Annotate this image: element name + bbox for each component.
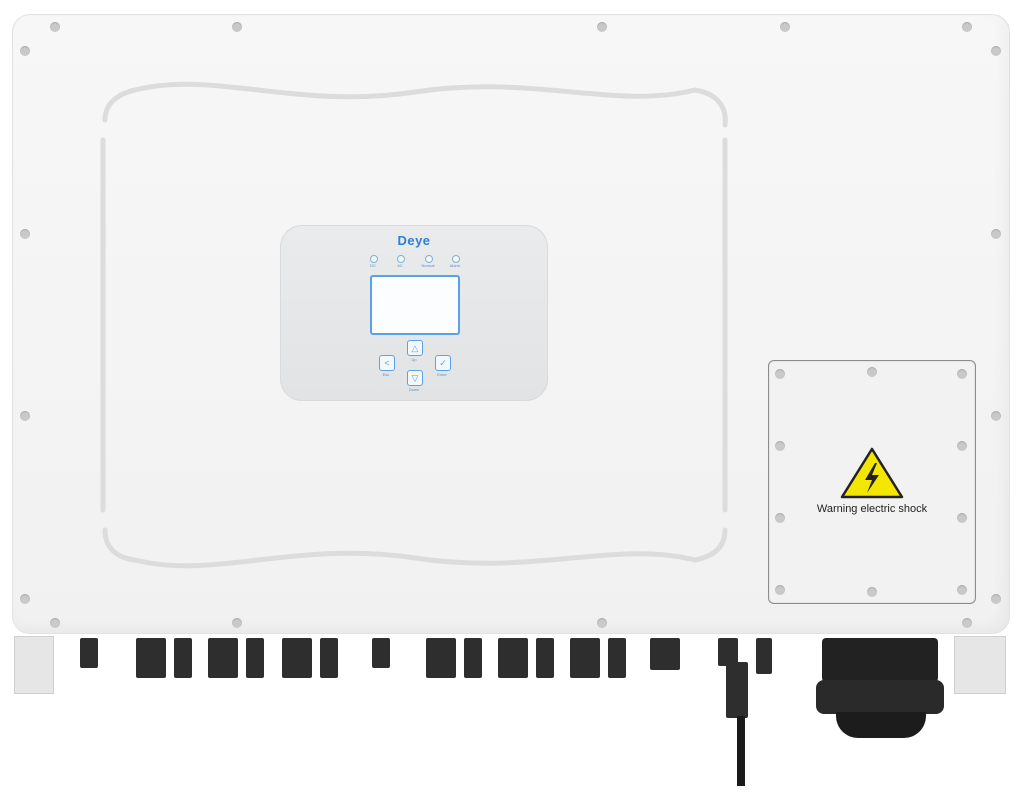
- housing-screw: [20, 594, 30, 604]
- housing-screw: [597, 22, 607, 32]
- cover-screw: [957, 441, 967, 451]
- mounting-bracket-left: [14, 636, 54, 694]
- cover-screw: [957, 369, 967, 379]
- cover-screw: [867, 367, 877, 377]
- enter-key[interactable]: ✓: [435, 355, 451, 371]
- pv-connector: [608, 638, 626, 678]
- pv-connector: [536, 638, 554, 678]
- vent-valve: [372, 638, 390, 668]
- cover-screw: [775, 369, 785, 379]
- warning-label: Warning electric shock: [816, 503, 928, 515]
- housing-screw: [991, 46, 1001, 56]
- communication-cable: [737, 716, 745, 786]
- normal-indicator-led: [425, 255, 433, 263]
- lcd-screen: [370, 275, 460, 335]
- housing-screw: [50, 618, 60, 628]
- pv-connector: [246, 638, 264, 678]
- pv-connector: [498, 638, 528, 678]
- down-key[interactable]: ▽: [407, 370, 423, 386]
- housing-screw: [20, 229, 30, 239]
- pv-connector: [756, 638, 772, 674]
- esc-key[interactable]: <: [379, 355, 395, 371]
- key-label: Enter: [437, 372, 447, 377]
- indicator-label: DC: [370, 263, 376, 268]
- housing-screw: [20, 411, 30, 421]
- alarm-indicator-led: [452, 255, 460, 263]
- ac-cable-gland-cap: [836, 712, 926, 738]
- up-key[interactable]: △: [407, 340, 423, 356]
- cover-screw: [867, 587, 877, 597]
- mounting-bracket-right: [954, 636, 1006, 694]
- cover-screw: [775, 585, 785, 595]
- cover-screw: [775, 441, 785, 451]
- brand-logo: Deye: [397, 233, 431, 248]
- housing-screw: [780, 22, 790, 32]
- housing-screw: [597, 618, 607, 628]
- indicator-label: Alarm: [449, 263, 461, 268]
- vent-valve: [80, 638, 98, 668]
- ac-cable-gland-base: [822, 638, 938, 682]
- pv-connector: [570, 638, 600, 678]
- pv-connector: [320, 638, 338, 678]
- cover-screw: [957, 585, 967, 595]
- dc-indicator-led: [370, 255, 378, 263]
- wiring-cover-plate: Warning electric shock: [768, 360, 976, 604]
- pv-connector: [464, 638, 482, 678]
- housing-screw: [991, 229, 1001, 239]
- housing-screw: [991, 411, 1001, 421]
- housing-screw: [962, 22, 972, 32]
- high-voltage-warning-icon: [840, 447, 904, 499]
- key-label: Esc: [382, 372, 390, 377]
- housing-screw: [991, 594, 1001, 604]
- communication-connector: [726, 662, 748, 718]
- housing-screw: [232, 22, 242, 32]
- housing-screw: [20, 46, 30, 56]
- communication-port: [718, 638, 738, 666]
- embossed-front-panel: [100, 81, 728, 569]
- housing-screw: [962, 618, 972, 628]
- housing-screw: [232, 618, 242, 628]
- key-label: Down: [408, 387, 420, 392]
- pv-connector: [650, 638, 680, 670]
- key-label: Up: [411, 357, 417, 362]
- control-display-panel: Deye DC AC Normal Alarm < Esc △ Up ✓ Ent…: [280, 225, 548, 401]
- cover-screw: [775, 513, 785, 523]
- pv-connector: [208, 638, 238, 678]
- indicator-label: Normal: [421, 263, 435, 268]
- pv-connector: [174, 638, 192, 678]
- cover-screw: [957, 513, 967, 523]
- pv-connector: [136, 638, 166, 678]
- housing-screw: [50, 22, 60, 32]
- indicator-label: AC: [397, 263, 403, 268]
- pv-connector: [426, 638, 456, 678]
- ac-cable-gland-nut: [816, 680, 944, 714]
- pv-connector: [282, 638, 312, 678]
- ac-indicator-led: [397, 255, 405, 263]
